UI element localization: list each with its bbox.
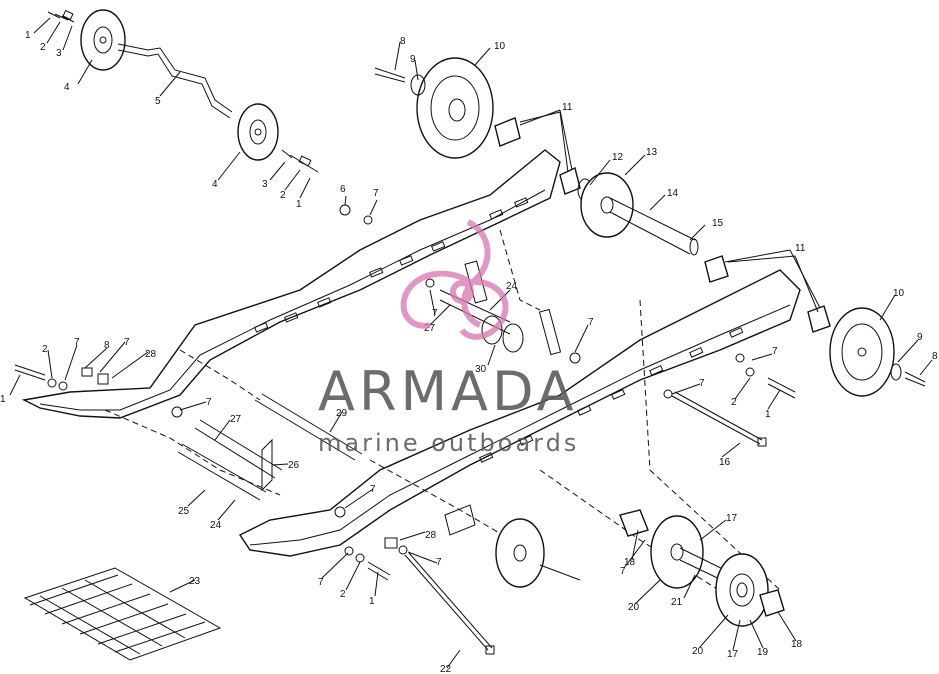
part-label: 7 xyxy=(206,397,212,408)
part-label: 22 xyxy=(440,664,452,674)
part-label: 4 xyxy=(64,82,70,93)
part-label: 2 xyxy=(731,397,737,408)
part-label: 10 xyxy=(494,41,506,52)
part-label: 25 xyxy=(178,506,190,517)
part-label: 7 xyxy=(124,337,130,348)
part-label: 19 xyxy=(757,647,769,658)
bogie-wheel-lower xyxy=(237,103,279,161)
leader-lines xyxy=(104,229,781,611)
part-label: 15 xyxy=(712,218,724,229)
upper-bogie-wheel-assembly xyxy=(47,9,319,173)
watermark: ARMADA marine outboards xyxy=(318,219,579,457)
part-label: 12 xyxy=(612,152,624,163)
part-label: 20 xyxy=(692,646,704,657)
part-label: 8 xyxy=(932,351,938,362)
part-label: 2 xyxy=(40,42,46,53)
watermark-brand: ARMADA xyxy=(318,360,578,423)
right-slide-rail xyxy=(238,269,801,557)
part-label: 26 xyxy=(288,460,300,471)
part-label: 1 xyxy=(296,199,302,210)
part-label: 5 xyxy=(155,96,161,107)
upper-idler-wheel xyxy=(374,57,494,159)
part-label: 14 xyxy=(667,188,679,199)
part-label: 27 xyxy=(230,414,242,425)
part-label: 2 xyxy=(340,589,346,600)
part-label: 2 xyxy=(42,344,48,355)
part-label: 28 xyxy=(145,349,157,360)
part-label: 20 xyxy=(628,602,640,613)
part-label: 4 xyxy=(212,179,218,190)
part-label: 30 xyxy=(475,364,487,375)
part-label: 1 xyxy=(25,30,31,41)
part-label: 1 xyxy=(765,409,771,420)
hyfax-clip-assembly xyxy=(23,567,222,661)
part-label: 16 xyxy=(719,457,731,468)
part-label: 18 xyxy=(791,639,803,650)
rear-axle-assembly xyxy=(494,111,699,256)
bogie-wheel-upper xyxy=(80,9,126,71)
part-label: 1 xyxy=(0,394,6,405)
part-label: 10 xyxy=(893,288,905,299)
cross-shafts xyxy=(177,260,562,501)
part-label: 17 xyxy=(727,649,739,660)
part-label: 6 xyxy=(340,184,346,195)
part-label: 8 xyxy=(400,36,406,47)
part-label: 8 xyxy=(104,340,110,351)
part-label: 9 xyxy=(410,54,416,65)
part-label: 23 xyxy=(189,576,201,587)
part-label: 11 xyxy=(562,102,573,113)
armada-logo-icon xyxy=(400,219,509,340)
part-label: 7 xyxy=(588,317,594,328)
part-label: 29 xyxy=(336,408,348,419)
part-label: 7 xyxy=(699,378,705,389)
part-label: 27 xyxy=(424,323,436,334)
part-label: 28 xyxy=(425,530,437,541)
watermark-tagline: marine outboards xyxy=(318,429,579,457)
part-label: 7 xyxy=(436,557,442,568)
part-label: 24 xyxy=(210,520,222,531)
part-label: 24 xyxy=(506,281,518,292)
part-label: 13 xyxy=(646,147,658,158)
part-label: 7 xyxy=(373,188,379,199)
part-label: 7 xyxy=(620,566,626,577)
part-label: 7 xyxy=(432,308,438,319)
part-label: 7 xyxy=(772,346,778,357)
label-leaders xyxy=(9,17,933,669)
long-bolts xyxy=(404,391,767,655)
part-label: 11 xyxy=(795,243,806,254)
right-idler-wheel xyxy=(704,255,926,397)
part-label: 2 xyxy=(280,190,286,201)
part-number-labels: 1 2 3 4 5 4 3 2 1 8 9 10 11 12 13 14 15 … xyxy=(0,30,938,674)
part-label: 7 xyxy=(370,484,376,495)
part-label: 3 xyxy=(262,179,268,190)
lower-bogie-wheels xyxy=(444,504,785,627)
part-label: 7 xyxy=(318,577,324,588)
part-label: 1 xyxy=(369,596,375,607)
part-label: 7 xyxy=(74,337,80,348)
part-label: 3 xyxy=(56,48,62,59)
part-label: 9 xyxy=(917,332,923,343)
part-label: 17 xyxy=(726,513,738,524)
part-label: 21 xyxy=(671,597,683,608)
left-slide-rail xyxy=(21,149,561,419)
small-hardware xyxy=(14,204,796,581)
part-label: 18 xyxy=(624,557,636,568)
bogie-axle-bent xyxy=(117,43,233,113)
